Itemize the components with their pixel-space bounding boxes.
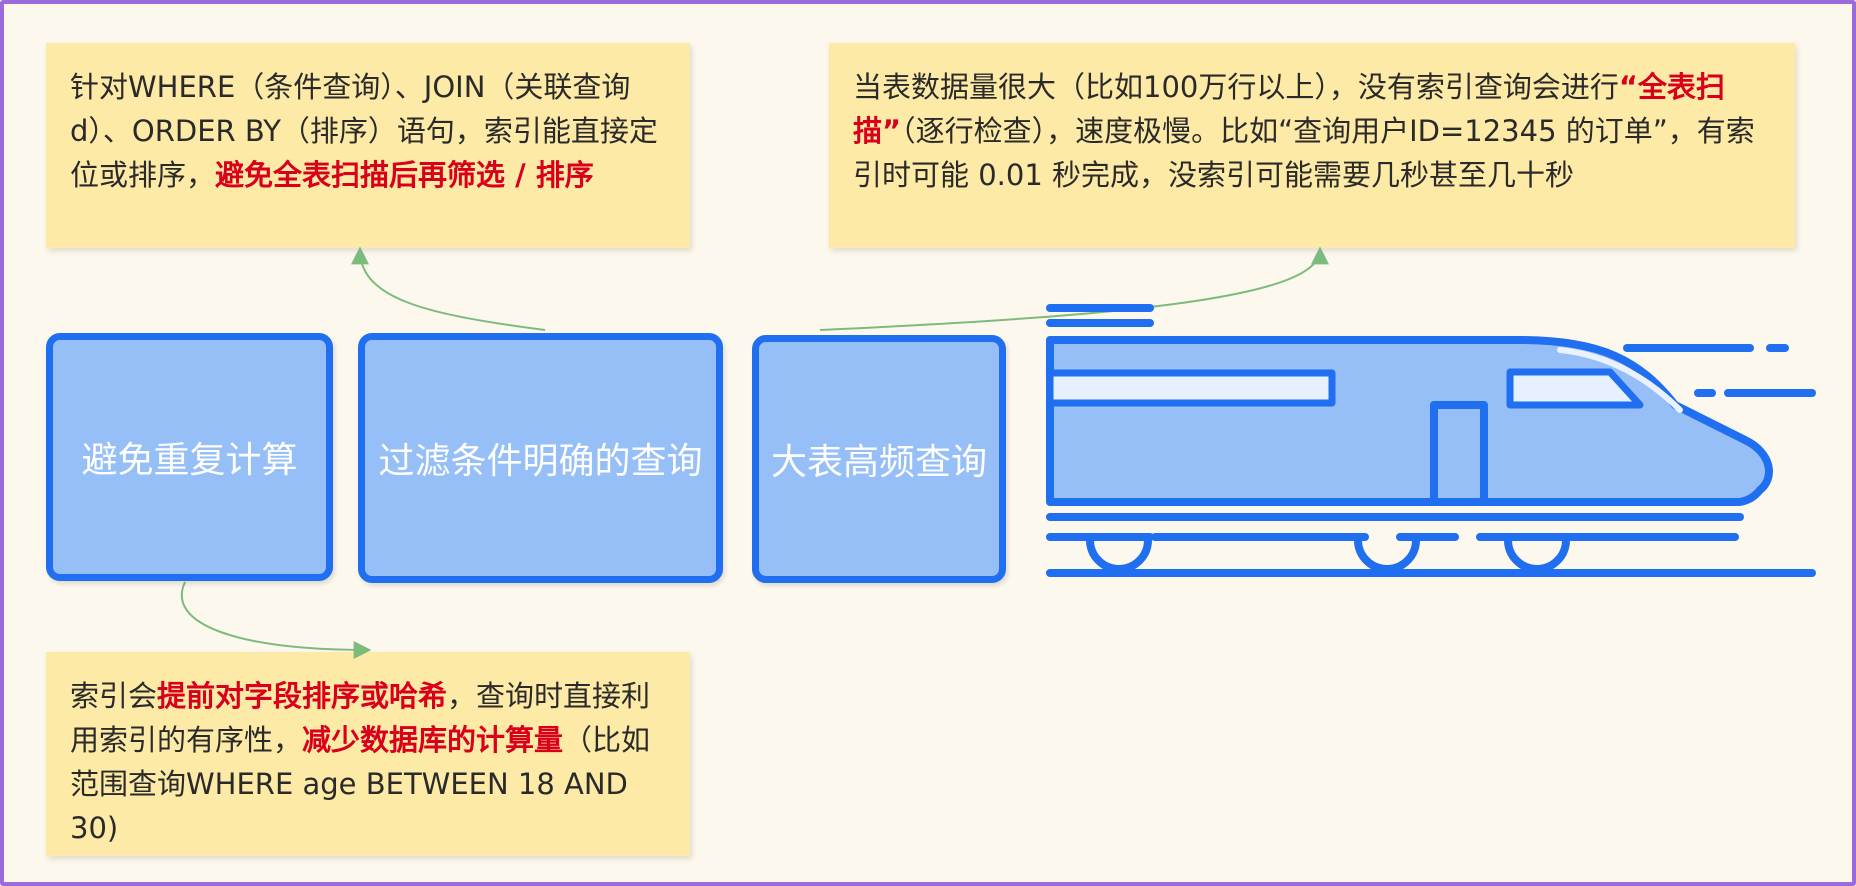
note-highlight: 提前对字段排序或哈希 (157, 679, 448, 713)
note-avoid-repeat: 索引会提前对字段排序或哈希，查询时直接利用索引的有序性，减少数据库的计算量（比如… (46, 652, 690, 856)
note-highlight: “全表扫描” (853, 70, 1725, 148)
note-text: 针对WHERE（条件查询）、JOIN（关联查询d）、ORDER BY（排序）语句… (70, 70, 658, 192)
note-highlight: 减少数据库的计算量 (302, 723, 564, 757)
note-text: 索引会 (70, 679, 158, 713)
box-filter-query: 过滤条件明确的查询 (358, 333, 723, 583)
arrow-to-bigtable-note (819, 246, 1329, 331)
box-big-table-query: 大表高频查询 (752, 335, 1006, 583)
note-join-orderby: 针对WHERE（条件查询）、JOIN（关联查询d）、ORDER BY（排序）语句… (46, 43, 690, 248)
note-text: 当表数据量很大（比如100万行以上），没有索引查询会进行 (853, 70, 1619, 104)
note-text: ，查询时直接利用索引的有序性， (70, 679, 651, 757)
box-label: 过滤条件明确的查询 (378, 441, 703, 482)
box-label: 避免重复计算 (81, 440, 298, 481)
box-avoid-repeat-calc: 避免重复计算 (46, 333, 333, 581)
note-text: （比如范围查询WHERE age BETWEEN 18 AND 30) (70, 723, 651, 845)
arrow-to-repeat-note (180, 581, 372, 659)
arrow-to-join-note (351, 246, 546, 331)
note-highlight: 避免全表扫描后再筛选 / 排序 (215, 158, 594, 192)
box-label: 大表高频查询 (770, 442, 987, 483)
note-text: （逐行检查），速度极慢。比如“查询用户ID=12345 的订单”，有索引时可能 … (853, 114, 1755, 192)
note-big-table: 当表数据量很大（比如100万行以上），没有索引查询会进行“全表扫描”（逐行检查）… (829, 43, 1795, 248)
